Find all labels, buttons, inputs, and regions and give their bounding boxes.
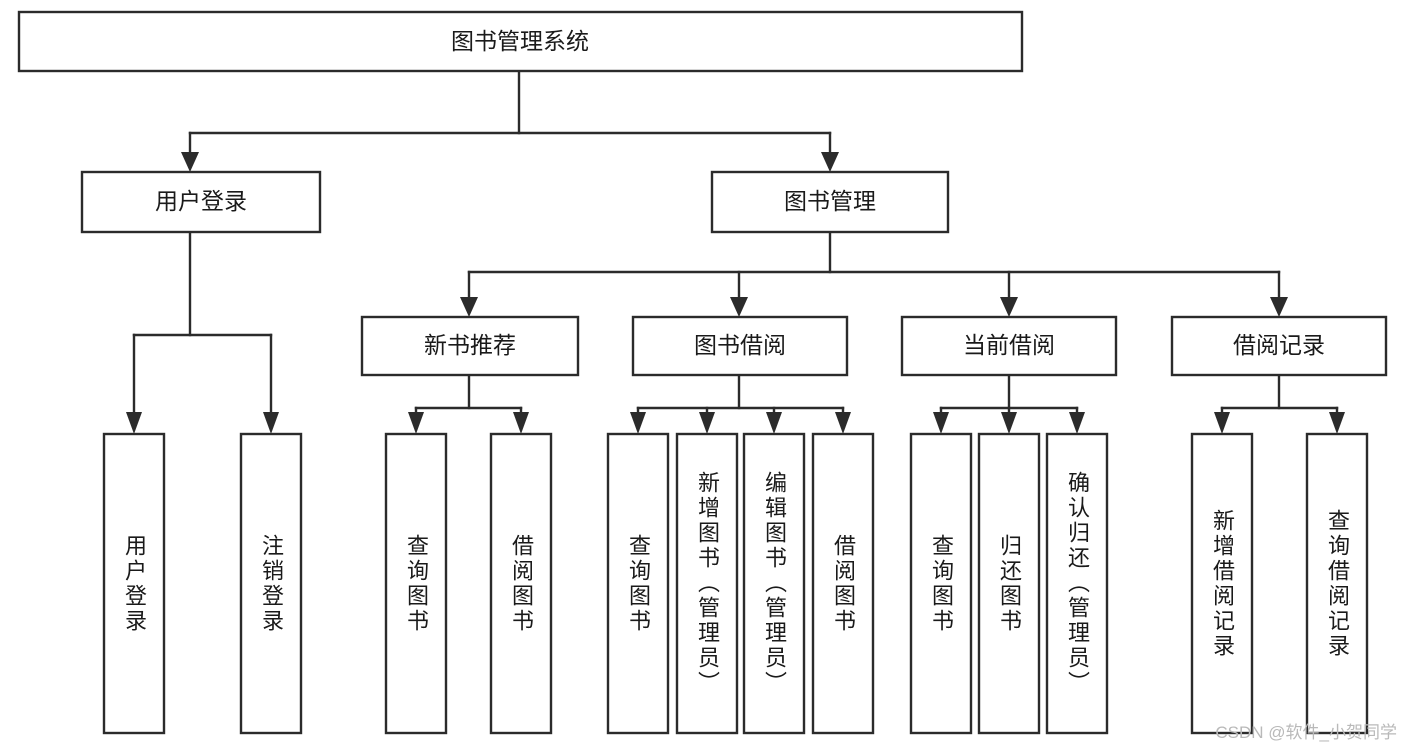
leaf-return-book-box[interactable] — [977, 432, 1041, 735]
leaf-user-login-box[interactable] — [102, 432, 166, 735]
node-new-book-recommend-label: 新书推荐 — [424, 332, 516, 358]
node-root-label: 图书管理系统 — [451, 28, 589, 54]
leaf-user-login-label-container: 用户登录 — [122, 533, 147, 634]
arrow-head-leaf-query-book-2 — [630, 412, 646, 434]
leaf-query-book-2-box[interactable] — [606, 432, 670, 735]
leaf-add-record-label: 新增借阅记录 — [1210, 508, 1235, 659]
node-book-borrow-label: 图书借阅 — [694, 332, 786, 358]
arrow-head-leaf-add-record — [1214, 412, 1230, 434]
node-user-login-label: 用户登录 — [155, 188, 247, 214]
leaf-confirm-return-label: 确认归还（管理员） — [1065, 471, 1090, 696]
arrow-head-current-borrow — [1000, 297, 1018, 317]
leaf-query-book-2-label: 查询图书 — [626, 533, 651, 634]
leaf-borrow-book-1-label: 借阅图书 — [509, 533, 534, 634]
leaf-query-book-1[interactable]: 查询图书 — [384, 432, 448, 735]
leaf-return-book[interactable]: 归还图书 — [977, 432, 1041, 735]
leaf-edit-book-label: 编辑图书（管理员） — [762, 471, 787, 696]
leaf-borrow-book-2-box[interactable] — [811, 432, 875, 735]
arrow-head-book-manage — [821, 152, 839, 172]
leaf-edit-book-box[interactable] — [742, 432, 806, 735]
node-user-login-box[interactable] — [80, 170, 322, 234]
arrow-head-new-book-recommend — [460, 297, 478, 317]
leaf-query-book-3[interactable]: 查询图书 — [909, 432, 973, 735]
arrow-head-leaf-user-login — [126, 412, 142, 434]
arrow-head-book-borrow — [730, 297, 748, 317]
arrow-head-leaf-add-book — [699, 412, 715, 434]
arrow-head-leaf-logout-login — [263, 412, 279, 434]
arrow-head-leaf-edit-book — [766, 412, 782, 434]
leaf-logout-login-label: 注销登录 — [259, 533, 284, 634]
leaf-return-book-label: 归还图书 — [997, 533, 1022, 634]
leaf-query-record[interactable]: 查询借阅记录 — [1305, 432, 1369, 735]
leaf-add-record-label-container: 新增借阅记录 — [1210, 508, 1235, 659]
leaf-query-book-3-box[interactable] — [909, 432, 973, 735]
leaf-query-book-2[interactable]: 查询图书 — [606, 432, 670, 735]
node-book-manage[interactable]: 图书管理 — [710, 170, 950, 234]
node-user-login[interactable]: 用户登录 — [80, 170, 322, 234]
node-borrow-record-box[interactable] — [1170, 315, 1388, 377]
leaf-query-record-label-container: 查询借阅记录 — [1325, 508, 1350, 659]
node-current-borrow[interactable]: 当前借阅 — [900, 315, 1118, 377]
leaf-add-book-label: 新增图书（管理员） — [695, 471, 720, 696]
leaf-query-book-3-label: 查询图书 — [929, 533, 954, 634]
arrow-head-leaf-query-record — [1329, 412, 1345, 434]
leaf-user-login-label: 用户登录 — [122, 533, 147, 634]
leaf-edit-book-label-container: 编辑图书（管理员） — [762, 471, 787, 696]
node-borrow-record-label: 借阅记录 — [1233, 332, 1325, 358]
node-new-book-recommend[interactable]: 新书推荐 — [360, 315, 580, 377]
arrow-head-user-login — [181, 152, 199, 172]
node-book-manage-box[interactable] — [710, 170, 950, 234]
leaf-add-record[interactable]: 新增借阅记录 — [1190, 432, 1254, 735]
leaf-borrow-book-1-label-container: 借阅图书 — [509, 533, 534, 634]
node-book-borrow[interactable]: 图书借阅 — [631, 315, 849, 377]
arrow-head-leaf-return-book — [1001, 412, 1017, 434]
leaf-query-book-2-label-container: 查询图书 — [626, 533, 651, 634]
leaf-confirm-return-box[interactable] — [1045, 432, 1109, 735]
arrow-head-leaf-borrow-book-1 — [513, 412, 529, 434]
leaf-query-record-label: 查询借阅记录 — [1325, 508, 1350, 659]
leaf-edit-book[interactable]: 编辑图书（管理员） — [742, 432, 806, 735]
arrow-head-leaf-borrow-book-2 — [835, 412, 851, 434]
leaf-query-book-1-label: 查询图书 — [404, 533, 429, 634]
leaf-user-login[interactable]: 用户登录 — [102, 432, 166, 735]
node-book-borrow-box[interactable] — [631, 315, 849, 377]
leaf-add-book[interactable]: 新增图书（管理员） — [675, 432, 739, 735]
leaf-borrow-book-2-label: 借阅图书 — [831, 533, 856, 634]
arrow-head-leaf-query-book-3 — [933, 412, 949, 434]
arrow-head-borrow-record — [1270, 297, 1288, 317]
leaf-logout-login-box[interactable] — [239, 432, 303, 735]
leaf-borrow-book-2-label-container: 借阅图书 — [831, 533, 856, 634]
connector-layer — [126, 69, 1345, 434]
leaf-add-record-box[interactable] — [1190, 432, 1254, 735]
leaf-confirm-return-label-container: 确认归还（管理员） — [1065, 471, 1090, 696]
node-root[interactable]: 图书管理系统 — [17, 10, 1024, 73]
leaf-add-book-label-container: 新增图书（管理员） — [695, 471, 720, 696]
node-borrow-record[interactable]: 借阅记录 — [1170, 315, 1388, 377]
leaf-borrow-book-2[interactable]: 借阅图书 — [811, 432, 875, 735]
node-new-book-recommend-box[interactable] — [360, 315, 580, 377]
leaf-logout-login-label-container: 注销登录 — [259, 533, 284, 634]
leaf-borrow-book-1-box[interactable] — [489, 432, 553, 735]
leaf-query-book-1-box[interactable] — [384, 432, 448, 735]
leaf-borrow-book-1[interactable]: 借阅图书 — [489, 432, 553, 735]
arrow-head-leaf-confirm-return — [1069, 412, 1085, 434]
leaf-logout-login[interactable]: 注销登录 — [239, 432, 303, 735]
node-current-borrow-box[interactable] — [900, 315, 1118, 377]
leaf-add-book-box[interactable] — [675, 432, 739, 735]
leaf-query-book-1-label-container: 查询图书 — [404, 533, 429, 634]
node-current-borrow-label: 当前借阅 — [963, 332, 1055, 358]
node-root-box[interactable] — [17, 10, 1024, 73]
node-book-manage-label: 图书管理 — [784, 188, 876, 214]
leaf-query-record-box[interactable] — [1305, 432, 1369, 735]
leaf-query-book-3-label-container: 查询图书 — [929, 533, 954, 634]
arrow-head-leaf-query-book-1 — [408, 412, 424, 434]
leaf-confirm-return[interactable]: 确认归还（管理员） — [1045, 432, 1109, 735]
leaf-return-book-label-container: 归还图书 — [997, 533, 1022, 634]
